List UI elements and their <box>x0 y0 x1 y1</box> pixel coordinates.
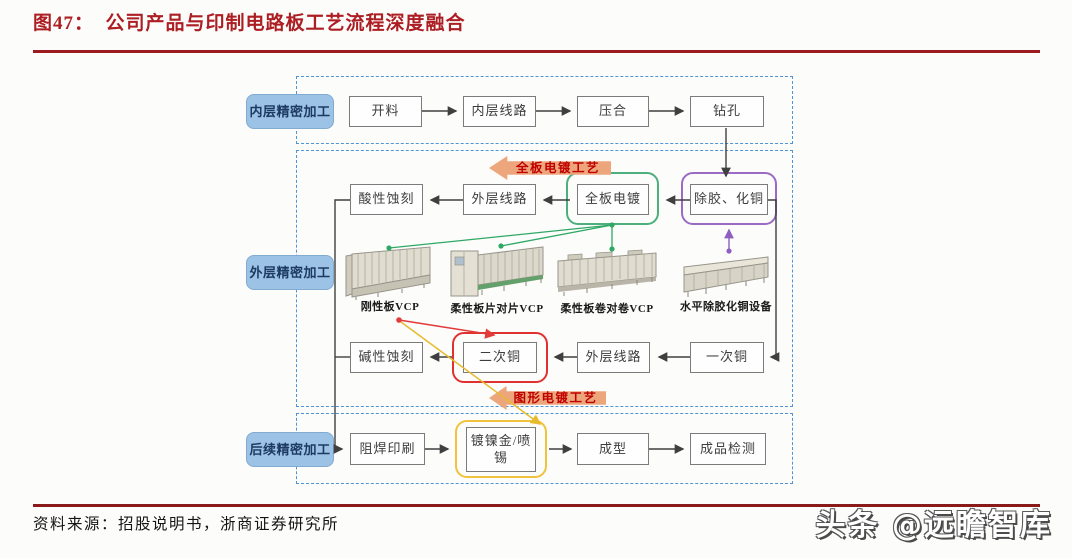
section-label-outer-layer: 外层精密加工 <box>246 255 334 290</box>
panel-plating-process-label: 全板电镀工艺 <box>515 160 600 175</box>
highlight-secondary-copper <box>452 332 548 383</box>
flex-sheet-vcp-machine-image <box>450 246 544 297</box>
node-alkaline-etching: 碱性蚀刻 <box>350 342 423 373</box>
node-lamination: 压合 <box>577 96 649 127</box>
footer-rule <box>33 504 1040 507</box>
node-primary-copper: 一次铜 <box>690 342 764 373</box>
machine-rigid-vcp: 刚性板VCP <box>342 244 438 313</box>
machine-label-rigid-vcp: 刚性板VCP <box>360 301 420 313</box>
watermark: 头条 @远瞻智库 <box>815 508 1052 543</box>
pattern-plating-process-label: 图形电镀工艺 <box>513 390 598 405</box>
highlight-full-panel-plating <box>566 172 659 225</box>
rigid-vcp-machine-image <box>345 246 431 300</box>
flex-roll-vcp-machine-image <box>557 249 657 296</box>
section-label-post-process: 后续精密加工 <box>246 432 334 467</box>
title-rule <box>33 50 1040 53</box>
node-outer-circuit-1: 外层线路 <box>463 184 536 215</box>
node-nickel-gold-tin: 镀镍金/喷锡 <box>466 427 536 472</box>
machine-label-horizontal-degum: 水平除胶化铜设备 <box>680 301 772 313</box>
node-full-panel-plating: 全板电镀 <box>577 184 649 215</box>
highlight-nickel-gold-tin <box>455 420 547 478</box>
section-label-inner-layer: 内层精密加工 <box>246 94 334 129</box>
horizontal-degum-machine-image <box>683 256 769 297</box>
node-drilling: 钻孔 <box>690 96 764 127</box>
machine-horizontal-degum: 水平除胶化铜设备 <box>678 256 774 313</box>
machine-flex-roll-vcp: 柔性板卷对卷VCP <box>552 246 662 315</box>
node-acid-etching: 酸性蚀刻 <box>350 184 423 215</box>
node-final-inspection: 成品检测 <box>690 433 766 465</box>
figure-title: 图47： 公司产品与印制电路板工艺流程深度融合 <box>33 13 466 34</box>
node-outer-circuit-2: 外层线路 <box>577 342 650 373</box>
machine-label-flex-sheet-vcp: 柔性板片对片VCP <box>450 303 544 315</box>
highlight-degum-copper <box>681 172 777 225</box>
source-note: 资料来源：招股说明书，浙商证券研究所 <box>33 516 340 533</box>
machine-label-flex-roll-vcp: 柔性板卷对卷VCP <box>560 303 654 315</box>
node-solder-mask-printing: 阻焊印刷 <box>350 433 425 465</box>
machine-flex-sheet-vcp: 柔性板片对片VCP <box>446 242 548 315</box>
node-forming: 成型 <box>577 433 649 465</box>
node-cut-material: 开料 <box>349 96 422 127</box>
node-inner-circuit: 内层线路 <box>463 96 536 127</box>
node-degum-copper: 除胶、化铜 <box>690 184 768 215</box>
